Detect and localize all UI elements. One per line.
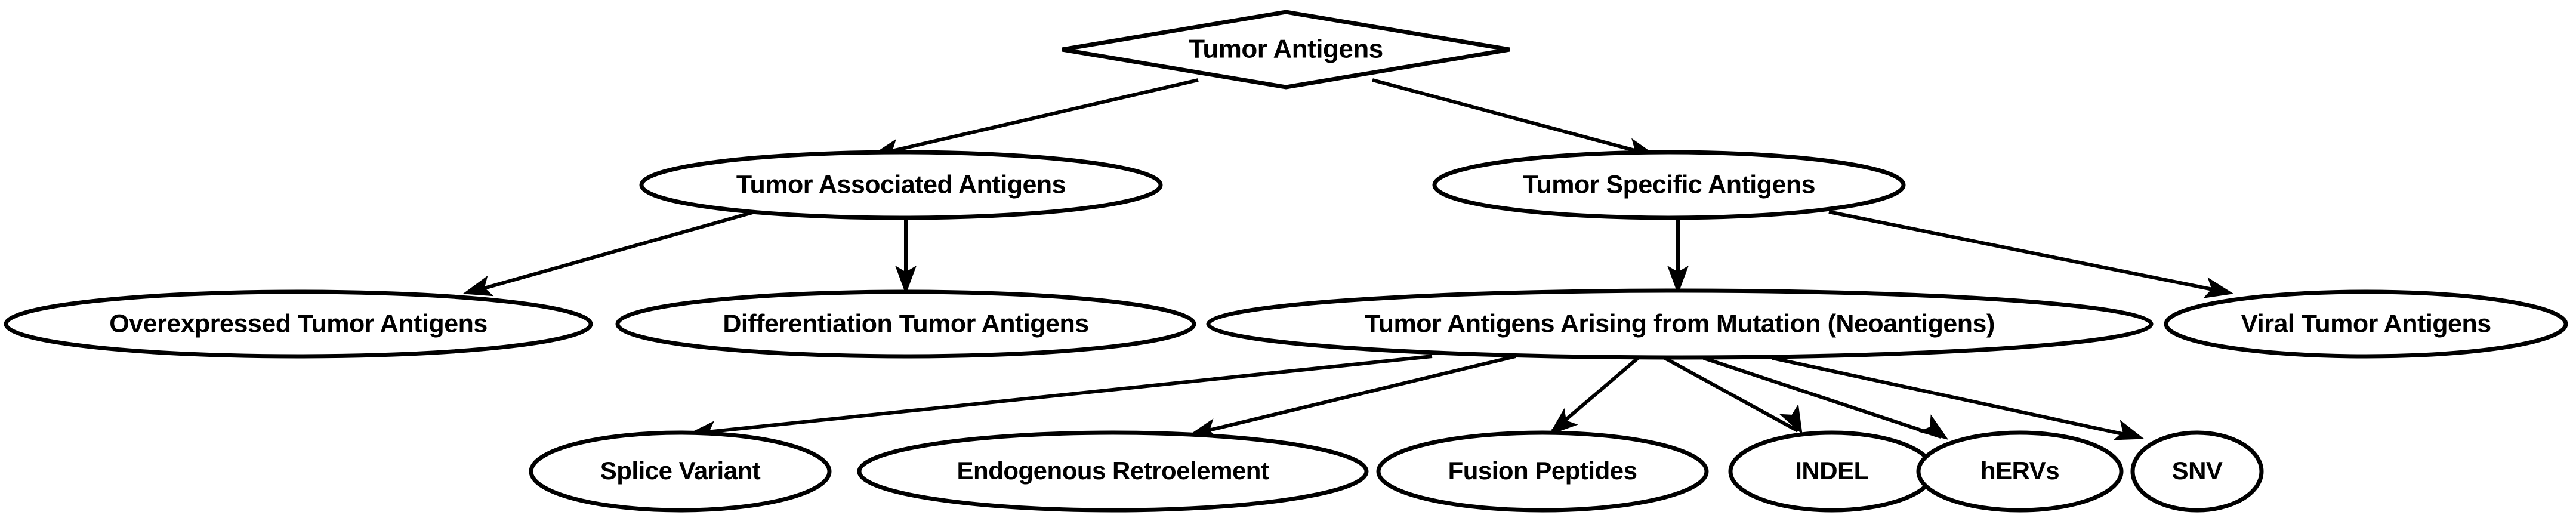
edge-line (695, 355, 1433, 435)
node-label: Endogenous Retroelement (957, 457, 1269, 485)
node-tumor-antigens[interactable]: Tumor Antigens (1062, 10, 1510, 90)
edge-line (1372, 78, 1649, 156)
arrow-head-icon (895, 265, 917, 295)
ellipse-shape (615, 289, 1196, 359)
edge-line (471, 210, 755, 294)
edge-tumor-associated-antigens-to-differentiation-tumor-antigens (895, 218, 917, 295)
edge-neoantigens-to-splice-variant (686, 355, 1433, 442)
node-snv[interactable]: SNV (2130, 430, 2264, 513)
edge-tumor-specific-antigens-to-neoantigens (1667, 218, 1689, 295)
edge-neoantigens-to-fusion-peptides (1548, 356, 1639, 435)
edge-line (1196, 355, 1516, 435)
arrow-head-icon (2203, 277, 2234, 298)
edge-line (1664, 356, 1799, 433)
edges-layer (462, 78, 2234, 442)
node-label: Fusion Peptides (1448, 457, 1637, 485)
ellipse-shape (639, 150, 1163, 220)
ellipse-shape (2130, 430, 2264, 513)
node-viral-tumor-antigens[interactable]: Viral Tumor Antigens (2164, 289, 2568, 359)
node-label: Tumor Antigens (1189, 35, 1383, 64)
arrow-head-icon (1779, 403, 1803, 435)
ellipse-shape (2164, 289, 2568, 359)
node-label: SNV (2172, 457, 2223, 485)
edge-neoantigens-to-indel (1664, 356, 1803, 435)
node-endogenous-retroelement[interactable]: Endogenous Retroelement (857, 430, 1369, 513)
diamond-shape (1062, 10, 1510, 90)
ellipse-shape (1916, 430, 2124, 513)
edge-neoantigens-to-hervs (1703, 356, 1949, 440)
node-tumor-associated-antigens[interactable]: Tumor Associated Antigens (639, 150, 1163, 220)
node-label: hERVs (1980, 457, 2059, 485)
node-label: Tumor Specific Antigens (1523, 170, 1815, 199)
node-splice-variant[interactable]: Splice Variant (529, 430, 832, 513)
arrow-head-icon (1667, 265, 1689, 295)
ellipse-shape (1206, 288, 2154, 360)
node-differentiation-tumor-antigens[interactable]: Differentiation Tumor Antigens (615, 289, 1196, 359)
node-tumor-specific-antigens[interactable]: Tumor Specific Antigens (1432, 150, 1906, 220)
node-fusion-peptides[interactable]: Fusion Peptides (1376, 430, 1709, 513)
edge-line (878, 78, 1199, 156)
edge-neoantigens-to-endogenous-retroelement (1187, 355, 1516, 440)
arrow-head-icon (1548, 408, 1578, 435)
node-label: INDEL (1795, 457, 1869, 485)
edge-line (1772, 356, 2137, 439)
arrow-head-icon (1918, 414, 1949, 440)
node-hervs[interactable]: hERVs (1916, 430, 2124, 513)
ellipse-shape (4, 289, 593, 359)
ellipse-shape (529, 430, 832, 513)
edge-neoantigens-to-snv (1772, 356, 2145, 440)
node-overexpressed-tumor-antigens[interactable]: Overexpressed Tumor Antigens (4, 289, 593, 359)
arrow-head-icon (2113, 420, 2145, 440)
node-label: Tumor Antigens Arising from Mutation (Ne… (1365, 309, 1995, 338)
node-label: Overexpressed Tumor Antigens (109, 309, 488, 338)
ellipse-shape (1376, 430, 1709, 513)
edge-line (1551, 356, 1639, 433)
node-label: Splice Variant (600, 457, 761, 485)
ellipse-shape (857, 430, 1369, 513)
node-label: Differentiation Tumor Antigens (723, 309, 1088, 338)
node-label: Viral Tumor Antigens (2241, 309, 2491, 338)
node-label: Tumor Associated Antigens (736, 170, 1066, 199)
node-indel[interactable]: INDEL (1728, 430, 1936, 513)
edge-tumor-associated-antigens-to-overexpressed-tumor-antigens (462, 210, 755, 297)
arrow-head-icon (462, 275, 494, 297)
ellipse-shape (1432, 150, 1906, 220)
edge-line (1828, 210, 2225, 294)
node-neoantigens[interactable]: Tumor Antigens Arising from Mutation (Ne… (1206, 288, 2154, 360)
edge-line (1703, 356, 1942, 439)
edge-tumor-specific-antigens-to-viral-tumor-antigens (1828, 210, 2234, 298)
